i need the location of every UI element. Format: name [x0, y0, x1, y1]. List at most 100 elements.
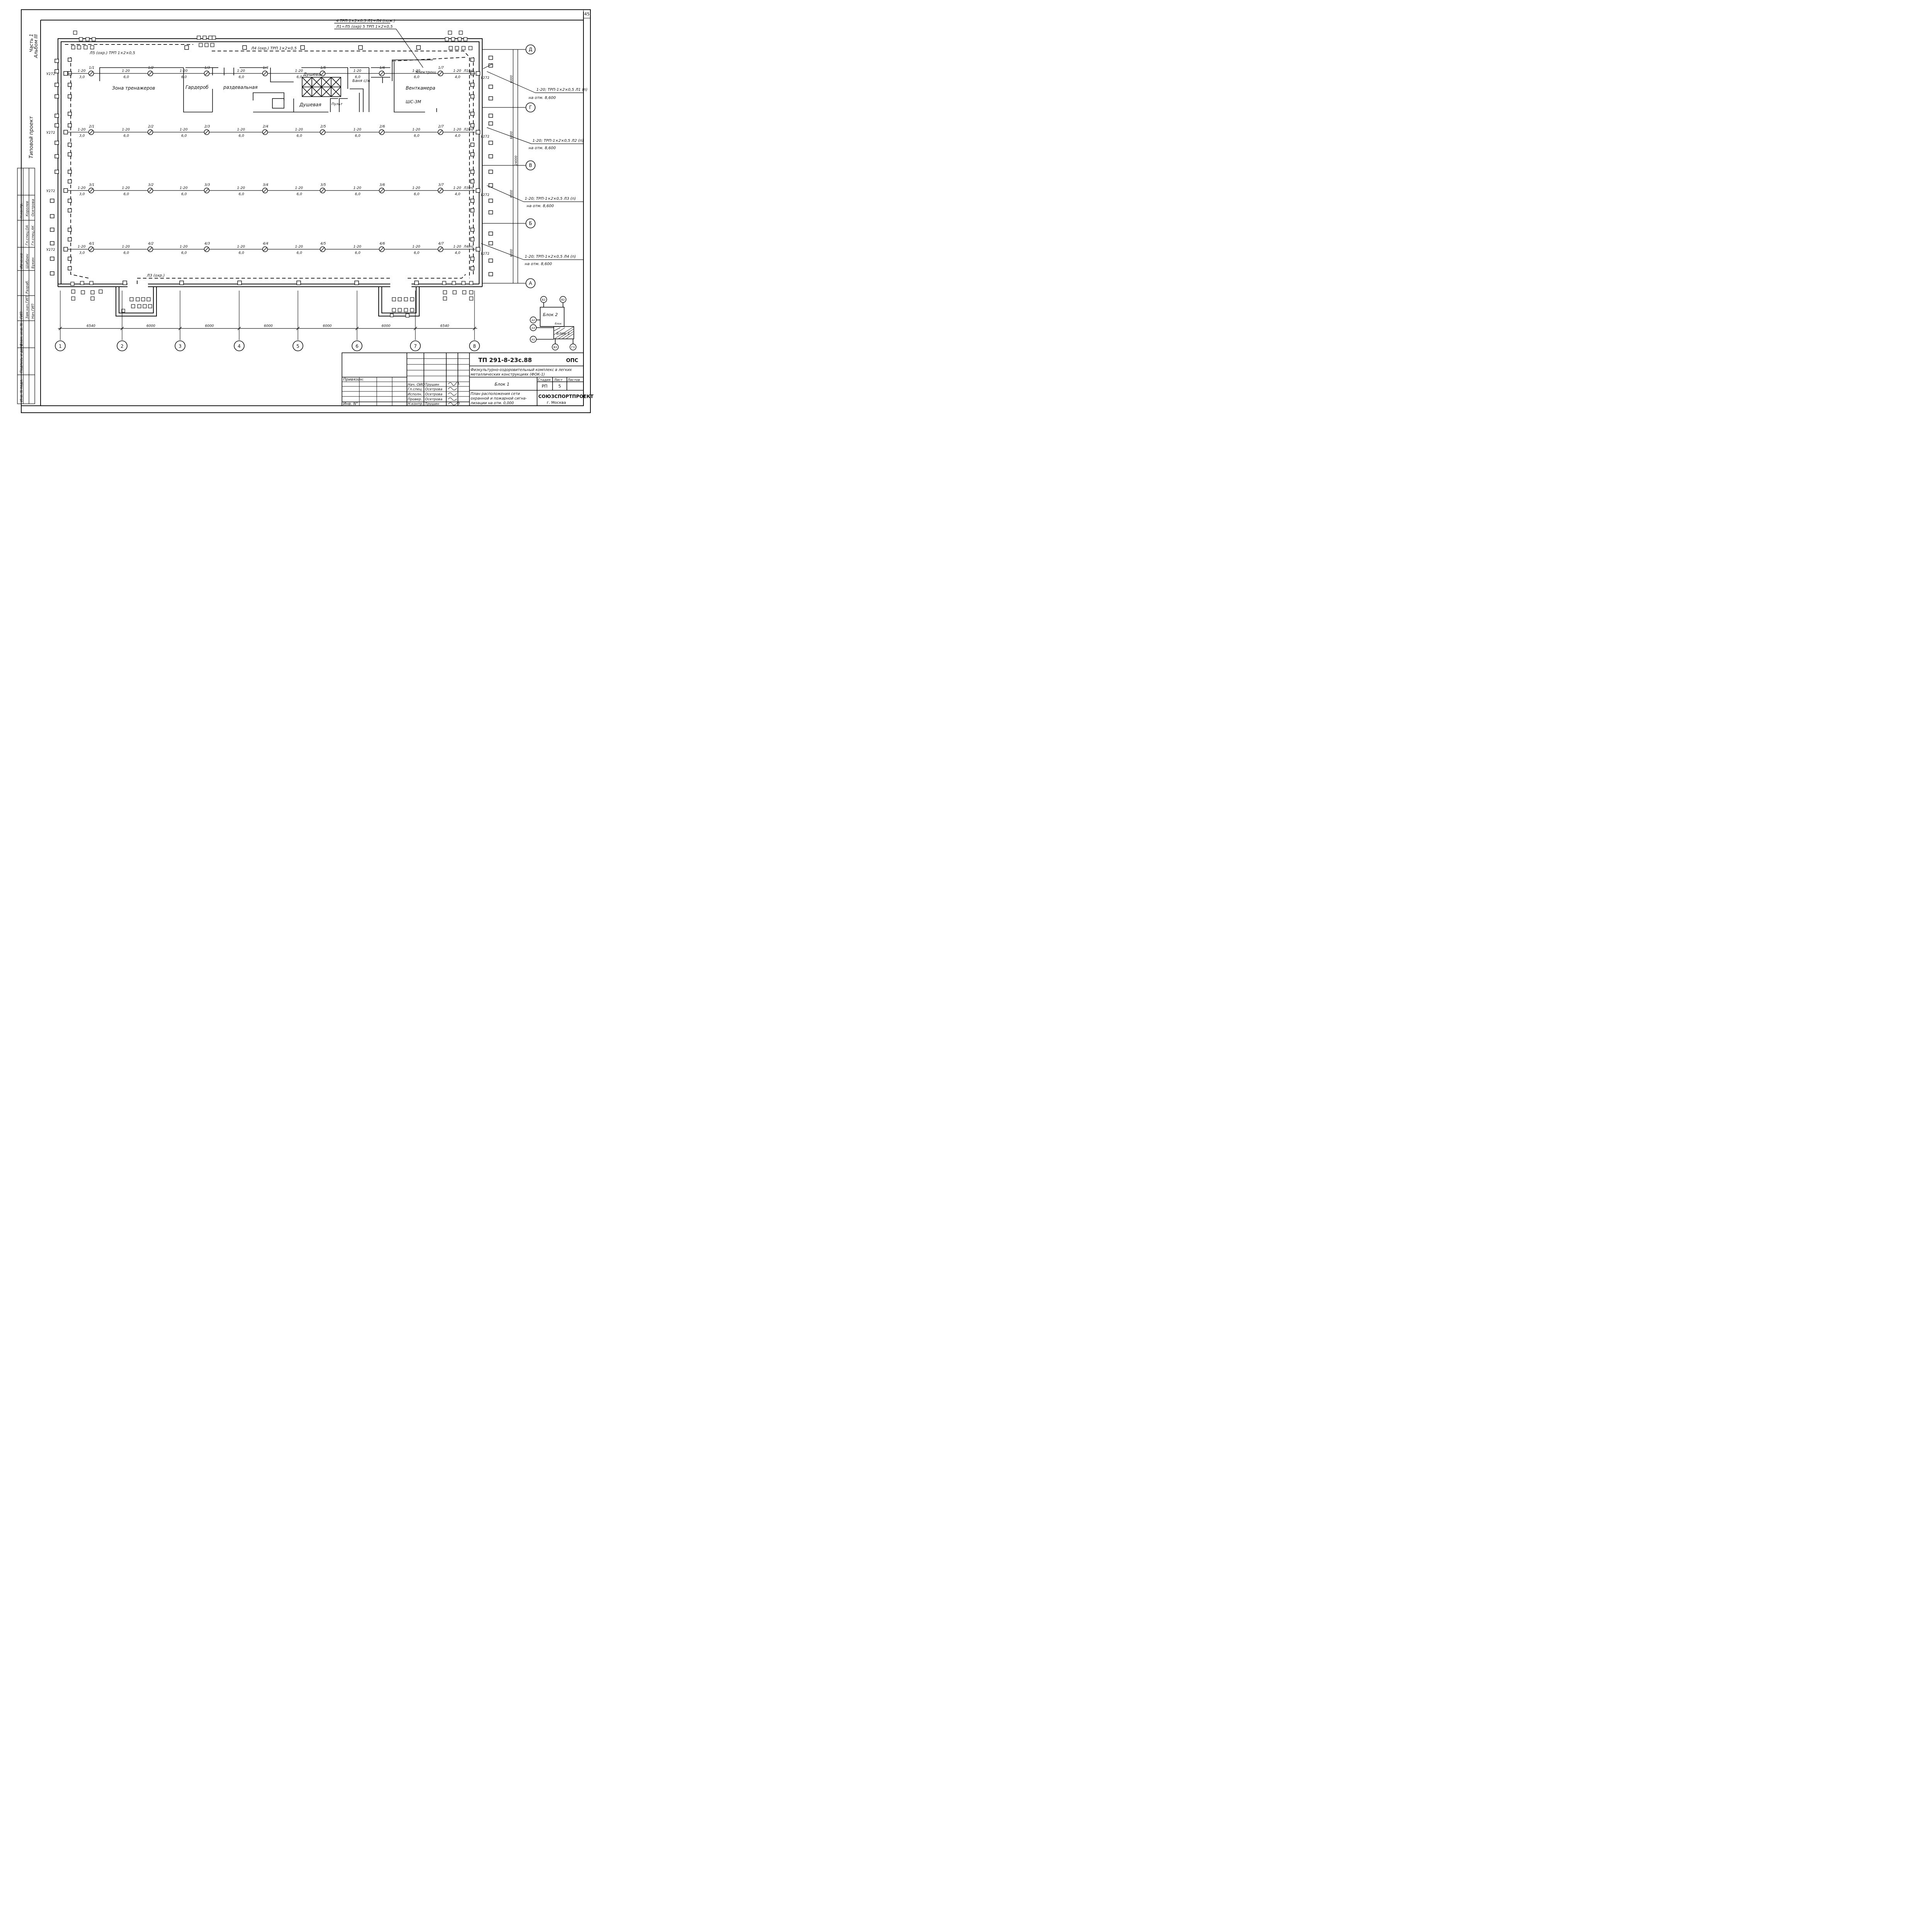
- org-city: г. Москва: [547, 401, 566, 405]
- smoke-detector-icon: [88, 246, 94, 252]
- junction-box-icon: [63, 247, 68, 252]
- org-name: СОЮЗСПОРТПРОЕКТ: [538, 394, 594, 399]
- row-axis-v: В: [529, 163, 532, 168]
- room-remote: Пульт: [332, 102, 343, 106]
- segment-cable-label: 1-20: [354, 186, 362, 190]
- detector-label: 1/2: [148, 66, 154, 70]
- inv-label: Инв. N°: [343, 402, 358, 406]
- tb-name-0: Трушин: [425, 383, 439, 387]
- room-shower-2: Душевая: [299, 102, 321, 107]
- segment-length-label: 6,0: [297, 75, 303, 79]
- segment-cable-label: 1-20: [237, 186, 245, 190]
- segment-length-label: 6,0: [355, 192, 361, 196]
- segment-length-label: 6,0: [414, 75, 420, 79]
- dimension-tick: [178, 327, 182, 330]
- callout-4-line2: на отм. 8,600: [525, 262, 552, 266]
- detector-label: 2/3: [204, 125, 210, 129]
- part-label: Часть 1: [29, 34, 34, 52]
- key-plan-markers: [530, 296, 577, 350]
- detector-label: 2/7: [438, 125, 444, 129]
- column-axis-label: 4: [238, 344, 241, 349]
- dimension-tick: [237, 327, 241, 330]
- row-dim-3: 6000: [510, 249, 513, 257]
- callout-2-line1: 1-20; ТРП-1×2×0,5 Л2 (п): [532, 139, 583, 143]
- segment-cable-label: 1-20: [180, 186, 188, 190]
- tb-role-1: Гл.спец.: [408, 388, 423, 391]
- sheets-header: Листов: [567, 378, 580, 382]
- room-partitions: [99, 60, 437, 112]
- window-sensors: [50, 45, 493, 285]
- column-axis-marker: [410, 340, 421, 351]
- side-role-3: Разраб.: [26, 280, 29, 294]
- side-role-1: Гл.спец.АК: [31, 225, 35, 245]
- detector-label: 4/6: [379, 242, 385, 246]
- column-axis-marker: [55, 340, 66, 351]
- column-dimension-label: 6000: [205, 324, 214, 328]
- room-wardrobe: Гардероб: [185, 85, 209, 90]
- row-dim-total: 24000: [514, 156, 518, 165]
- cable-top-leader: [334, 23, 493, 69]
- key-axis-0: Б2: [542, 298, 545, 301]
- callout-4-line1: 1-20; ТРП-1×2×0,5 Л4 (п): [525, 255, 576, 259]
- key-axis-2: А2: [531, 319, 535, 322]
- key-axis-6: В3: [553, 346, 557, 349]
- segment-length-label: 6,0: [355, 251, 361, 255]
- title-block-name: Блок 1: [495, 382, 509, 387]
- segment-cable-label: 1-20: [237, 128, 245, 132]
- detector-label: 3/4: [263, 183, 269, 187]
- detector-label: 1/4: [263, 66, 269, 70]
- segment-length-label: 6,0: [355, 75, 361, 79]
- junction-box-label-right: У272: [481, 252, 490, 256]
- smoke-detector-icon: [88, 70, 94, 77]
- project-type-label: Типовой проект: [29, 116, 34, 158]
- title-block-grid: [342, 352, 584, 406]
- title-code: ТП 291-8-23с.88: [478, 357, 532, 364]
- room-electric: Электрощ.: [415, 70, 437, 75]
- detector-label: 1/5: [320, 66, 326, 70]
- column-axis-marker: [293, 340, 303, 351]
- tb-role-0: Нач. ОИО: [408, 383, 425, 387]
- page-number-box: [583, 9, 591, 19]
- sheet-header: Лист: [554, 378, 563, 382]
- dimension-tick: [58, 327, 62, 330]
- callout-3-line1: 1-20; ТРП-1×2×0,5 Л3 (п): [525, 197, 576, 201]
- smoke-detector-icon: [320, 246, 326, 252]
- smoke-detector-icon: [379, 246, 385, 252]
- key-block2: Блок 2: [543, 312, 558, 317]
- smoke-detector-icon: [147, 70, 153, 77]
- cable-top-label-1: 4 ТРП 1×2×0,5 Л1÷Л4 (пож.): [336, 19, 395, 23]
- title-block-thin-lines: [342, 358, 469, 406]
- segment-length-label: 6,0: [297, 251, 303, 255]
- loop-end-label: Л2(п): [463, 128, 473, 132]
- side-role-0: Гл.спец.ОА: [26, 225, 29, 245]
- segment-cable-label: 1-20: [412, 128, 420, 132]
- detector-label: 1/7: [438, 66, 444, 70]
- dimension-tick: [413, 327, 417, 330]
- segment-length-label: 4,0: [455, 134, 461, 138]
- title-project-2: металлических конструкциях (ФОК-1): [471, 373, 545, 377]
- smoke-detector-icon: [379, 187, 385, 194]
- junction-box-label-right: У272: [481, 193, 490, 197]
- key-axis-5: А1: [531, 338, 535, 341]
- column-dimension-label: 6000: [146, 324, 155, 328]
- row-axis-g: Г: [529, 105, 532, 110]
- key-axis-3: А3: [531, 327, 535, 330]
- column-dimension-label: 6000: [323, 324, 332, 328]
- loop-l4-label: Л4 (охр.) ТРП 1×2×0,5: [251, 46, 297, 51]
- column-dimension-label: 6000: [264, 324, 273, 328]
- dimension-tick: [120, 327, 124, 330]
- segment-length-label: 3,0: [79, 192, 85, 196]
- detector-row-3: У272У2721-203,01-206,01-206,01-206,01-20…: [46, 183, 490, 197]
- column-dimension-label: 6540: [440, 324, 449, 328]
- detector-label: 1/6: [379, 66, 385, 70]
- segment-length-label: 6,0: [414, 134, 420, 138]
- loop-end-label: Л1(п): [463, 69, 473, 73]
- junction-box-label: У272: [46, 72, 55, 76]
- smoke-detector-icon: [437, 246, 444, 252]
- loop-l3-label: Л3 (охр.): [146, 274, 165, 278]
- column-dimension-label: 6540: [87, 324, 95, 328]
- segment-length-label: 6,0: [124, 192, 129, 196]
- segment-cable-label: 1-20: [78, 69, 86, 73]
- side-name-0: Осетрова: [31, 199, 35, 216]
- column-axis-marker: [469, 340, 480, 351]
